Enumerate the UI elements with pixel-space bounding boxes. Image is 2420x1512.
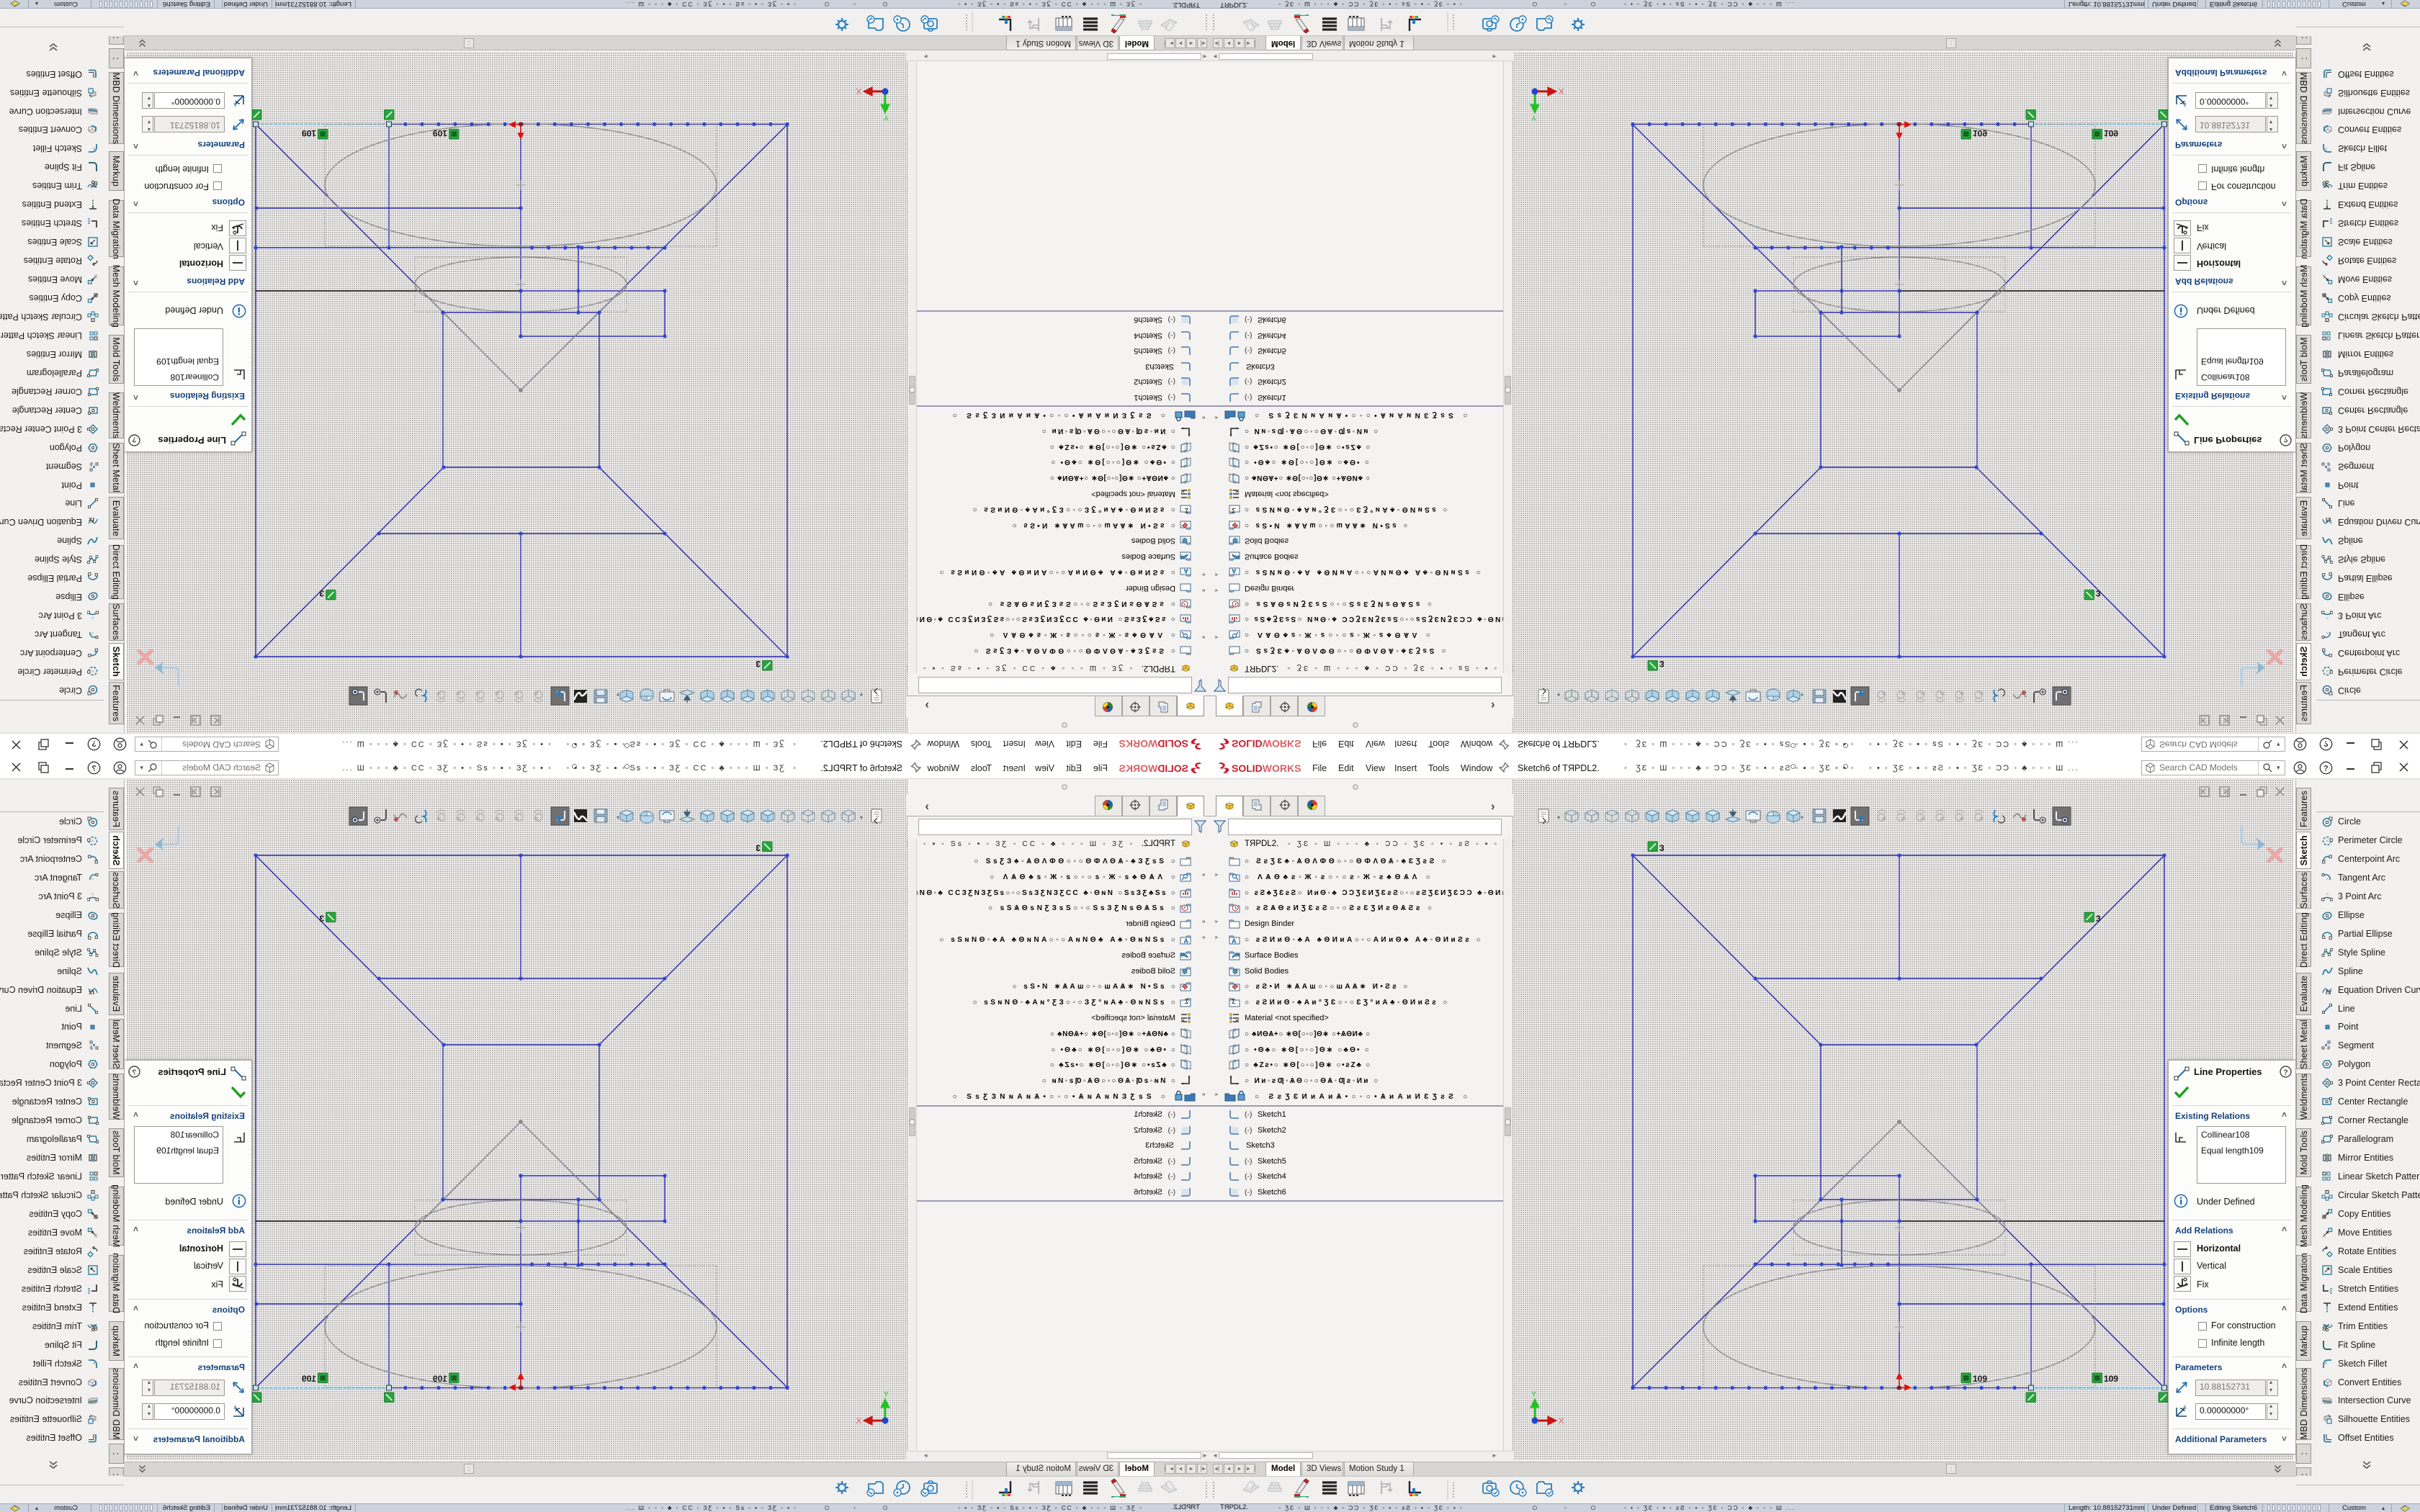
svg-text:?: ? <box>2284 436 2288 444</box>
svg-text:#: # <box>2327 461 2331 467</box>
svg-text:▾: ▾ <box>617 691 619 698</box>
svg-text:A: A <box>1232 567 1237 575</box>
svg-text:A: A <box>233 102 237 107</box>
svg-text:3: 3 <box>319 588 324 598</box>
svg-text:#: # <box>89 1045 93 1051</box>
svg-text:A: A <box>1183 567 1188 575</box>
svg-text:fx: fx <box>88 989 94 996</box>
svg-text:?: ? <box>91 765 97 773</box>
svg-text:#: # <box>2327 1045 2331 1051</box>
svg-text:SOLIDWORKS: SOLIDWORKS <box>1119 738 1188 750</box>
svg-text:▾: ▾ <box>1801 814 1803 821</box>
svg-text:▾: ▾ <box>1801 691 1803 698</box>
svg-text:X: X <box>856 1417 861 1426</box>
svg-text:▾: ▾ <box>1557 814 1560 821</box>
svg-text:Y: Y <box>1531 113 1537 122</box>
svg-text:fx: fx <box>2326 989 2332 996</box>
svg-text:▾: ▾ <box>1557 691 1560 698</box>
svg-text:A: A <box>1183 937 1188 945</box>
svg-text:109: 109 <box>302 1374 316 1384</box>
svg-text:3: 3 <box>2096 914 2101 924</box>
svg-text:fx: fx <box>2326 516 2332 523</box>
svg-text:3: 3 <box>756 843 761 853</box>
svg-text:109: 109 <box>302 128 316 138</box>
svg-text:X: X <box>856 86 861 95</box>
svg-text:SOLIDWORKS: SOLIDWORKS <box>1232 762 1301 774</box>
svg-text:▾: ▾ <box>860 814 863 821</box>
svg-text:SOLIDWORKS: SOLIDWORKS <box>1232 738 1301 750</box>
svg-text:A: A <box>1232 937 1237 945</box>
svg-text:109: 109 <box>2104 128 2118 138</box>
svg-text:#: # <box>89 461 93 467</box>
svg-text:109: 109 <box>433 1374 447 1384</box>
svg-text:▾: ▾ <box>860 691 863 698</box>
svg-text:▾: ▾ <box>617 814 619 821</box>
svg-text:Y: Y <box>883 1390 889 1399</box>
svg-text:109: 109 <box>433 128 447 138</box>
svg-text:X: X <box>1559 86 1564 95</box>
svg-text:A: A <box>2183 102 2187 107</box>
svg-text:3: 3 <box>319 914 324 924</box>
svg-text:3: 3 <box>1659 843 1664 853</box>
svg-text:3: 3 <box>756 659 761 669</box>
svg-text:X: X <box>1559 1417 1564 1426</box>
svg-text:SOLIDWORKS: SOLIDWORKS <box>1119 762 1188 774</box>
svg-text:Y: Y <box>1531 1390 1537 1399</box>
svg-text:A: A <box>233 1405 237 1410</box>
svg-text:109: 109 <box>1973 128 1987 138</box>
svg-text:109: 109 <box>2104 1374 2118 1384</box>
svg-text:?: ? <box>91 739 97 748</box>
svg-text:3: 3 <box>2096 588 2101 598</box>
svg-text:A: A <box>2183 1405 2187 1410</box>
svg-text:?: ? <box>132 436 136 444</box>
svg-text:3: 3 <box>1659 659 1664 669</box>
svg-text:?: ? <box>132 1069 136 1077</box>
svg-text:?: ? <box>2284 1069 2288 1077</box>
svg-text:fx: fx <box>88 516 94 523</box>
svg-text:109: 109 <box>1973 1374 1987 1384</box>
svg-text:Y: Y <box>883 113 889 122</box>
svg-text:?: ? <box>2323 739 2329 748</box>
svg-text:?: ? <box>2323 765 2329 773</box>
